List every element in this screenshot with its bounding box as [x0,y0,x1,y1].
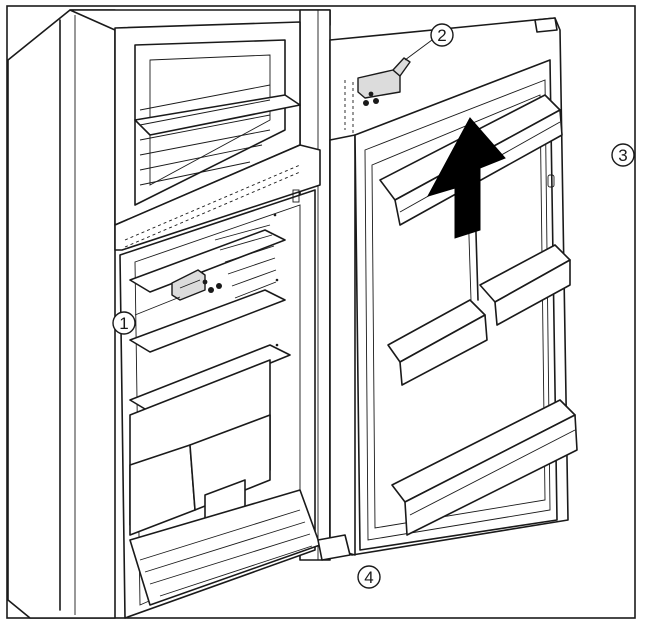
lift-arrow-icon [426,117,506,239]
upper-hinge-bracket [344,39,433,135]
fridge-upper-shelf [129,224,286,299]
screw-icon [208,287,214,293]
fridge-compartment [119,189,321,619]
callout-1-label: 1 [119,314,128,333]
screw-icon [202,279,208,285]
door-shelf-bottom [391,399,578,536]
callout-2-label: 2 [437,26,446,45]
lower-hinge-bracket [134,269,222,316]
door-bin-middle-left [387,299,488,386]
crisper-drawers [129,359,271,536]
refrigerator-door [317,17,578,561]
screw-icon [373,98,379,104]
callout-3: 3 [611,143,635,167]
frame-border [6,5,636,619]
screw-icon [216,283,222,289]
callout-1: 1 [112,311,136,335]
freezer-wire-grill [139,84,271,186]
freezer-compartment [114,21,321,251]
callout-4-label: 4 [364,568,373,587]
callout-2: 2 [430,23,454,47]
callout-3-label: 3 [618,146,627,165]
screw-icon [368,91,374,97]
door-bin-middle-right [479,244,571,326]
callout-4: 4 [357,565,381,589]
screw-icon [363,100,369,106]
